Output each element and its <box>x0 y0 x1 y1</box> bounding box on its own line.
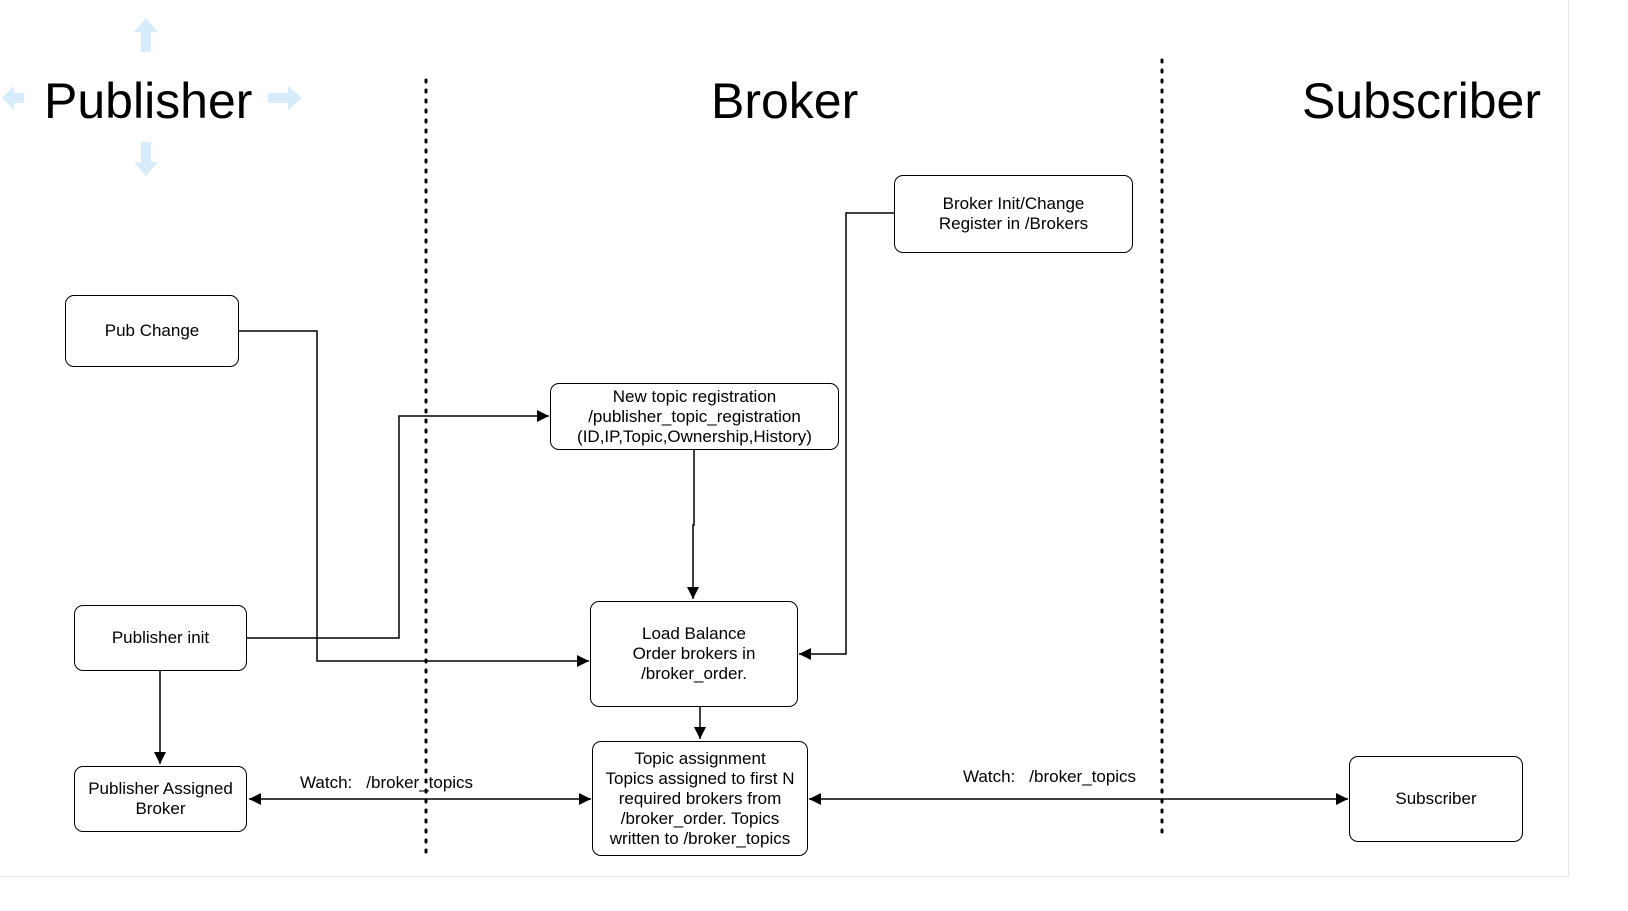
node-new-topic-registration[interactable]: New topic registration /publisher_topic_… <box>550 383 839 450</box>
move-left-arrow-icon <box>2 86 24 110</box>
node-topic-assignment-line-2: Topics assigned to first N <box>605 768 795 788</box>
edge-pub-change-to-load-balance <box>239 330 589 667</box>
node-topic-assignment-line-5: written to /broker_topics <box>609 828 791 848</box>
node-topic-assignment-line-1: Topic assignment <box>634 748 766 768</box>
edge-label-subscriber-watch[interactable]: Watch: /broker_topics <box>963 767 1136 787</box>
edge-label-subscriber-watch-path: /broker_topics <box>1029 767 1137 786</box>
node-publisher-init[interactable]: Publisher init <box>74 605 247 671</box>
move-down-arrow-icon <box>134 142 158 176</box>
node-broker-init-line-1: Broker Init/Change <box>942 194 1085 213</box>
node-publisher-assigned-broker[interactable]: Publisher Assigned Broker <box>74 766 247 832</box>
node-publisher-init-text: Publisher init <box>111 628 210 647</box>
diagram-canvas[interactable]: Publisher Broker Subscriber Pub Change P… <box>0 0 1569 877</box>
edge-label-subscriber-watch-prefix: Watch: <box>963 767 1016 786</box>
move-arrows-icon[interactable] <box>0 10 310 180</box>
move-up-arrow-icon <box>134 18 158 52</box>
edge-label-publisher-watch-prefix: Watch: <box>300 773 353 792</box>
node-new-topic-line-3: (ID,IP,Topic,Ownership,History) <box>577 426 812 446</box>
node-subscriber[interactable]: Subscriber <box>1349 756 1523 842</box>
lane-title-broker: Broker <box>711 73 859 129</box>
node-topic-assignment-line-4: /broker_order. Topics <box>620 808 780 828</box>
node-pub-change[interactable]: Pub Change <box>65 295 239 367</box>
node-subscriber-text: Subscriber <box>1395 789 1477 808</box>
edge-label-publisher-watch-path: /broker_topics <box>366 773 474 792</box>
edge-publisher-init-to-new-topic <box>247 410 549 639</box>
node-topic-assignment-line-3: required brokers from <box>618 788 782 808</box>
edge-label-publisher-watch[interactable]: Watch: /broker_topics <box>300 773 473 793</box>
lane-title-subscriber: Subscriber <box>1302 73 1541 129</box>
lane-title-publisher: Publisher <box>44 73 253 129</box>
node-load-balance-line-1: Load Balance <box>642 624 746 643</box>
edge-new-topic-to-load-balance <box>687 449 699 599</box>
node-load-balance[interactable]: Load Balance Order brokers in /broker_or… <box>590 601 798 707</box>
node-load-balance-line-3: /broker_order. <box>641 664 747 683</box>
node-new-topic-line-1: New topic registration <box>612 386 777 406</box>
node-load-balance-line-2: Order brokers in <box>632 644 756 663</box>
node-broker-init-line-2: Register in /Brokers <box>938 214 1089 233</box>
node-publisher-assigned-line-1: Publisher Assigned <box>88 779 233 798</box>
node-broker-init-change[interactable]: Broker Init/Change Register in /Brokers <box>894 175 1133 253</box>
node-pub-change-text: Pub Change <box>104 321 200 340</box>
node-topic-assignment[interactable]: Topic assignment Topics assigned to firs… <box>592 741 808 856</box>
node-publisher-assigned-line-2: Broker <box>135 799 186 818</box>
move-right-arrow-icon <box>268 86 302 110</box>
connectors <box>154 58 1348 860</box>
edge-broker-init-to-load-balance <box>799 212 894 660</box>
node-new-topic-line-2: /publisher_topic_registration <box>588 406 801 426</box>
